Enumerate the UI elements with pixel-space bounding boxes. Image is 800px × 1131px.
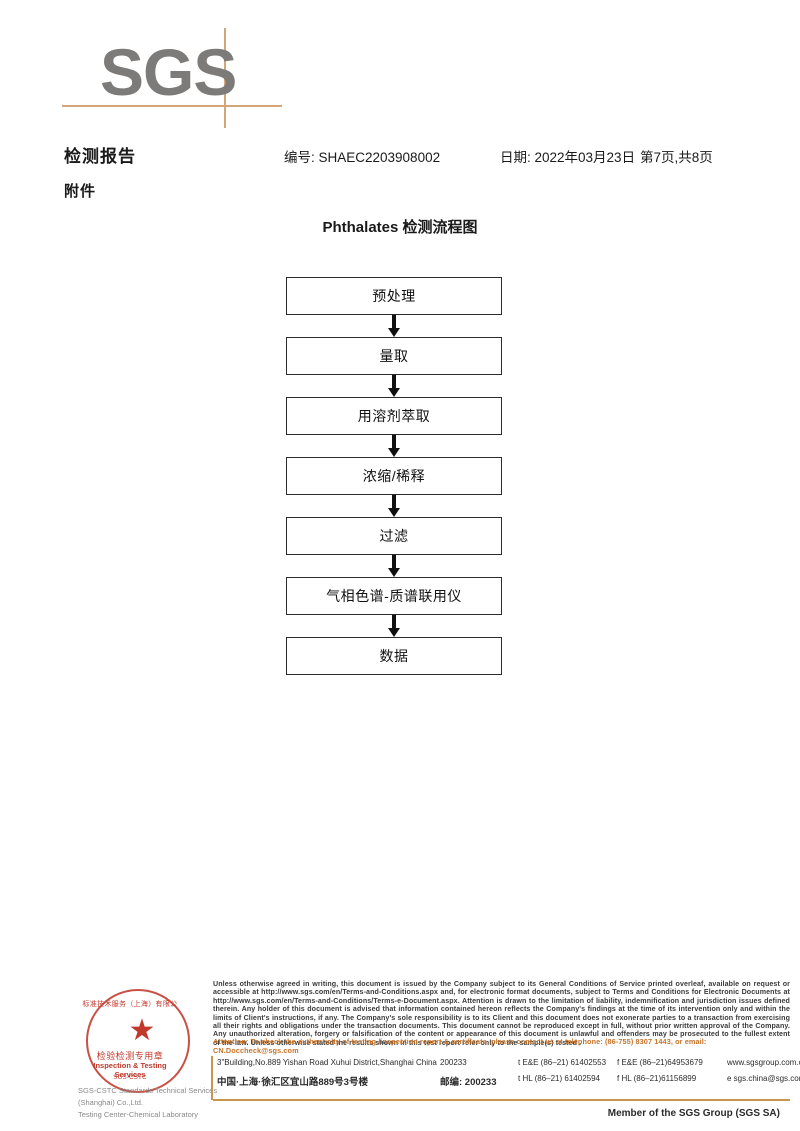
attachment-label: 附件 (64, 183, 97, 200)
page-indicator: 第7页,共8页 (640, 150, 713, 165)
arrow-shaft (392, 555, 396, 570)
seal-arc-bottom-text: SGS-CSTC (113, 1075, 147, 1081)
flow-step-filtration: 过滤 (286, 517, 502, 555)
member-statement: Member of the SGS Group (SGS SA) (607, 1108, 780, 1119)
flow-arrow (286, 315, 502, 337)
star-icon: ★ (128, 1014, 156, 1047)
flow-step-label: 量取 (379, 348, 409, 364)
arrow-shaft (392, 435, 396, 450)
seal-company-name: SGS-CSTC Standards Technical Services (S… (78, 1085, 248, 1121)
address-zip-en: 200233 (440, 1058, 467, 1067)
arrow-head-icon (388, 508, 400, 517)
flow-step-measure: 量取 (286, 337, 502, 375)
address-fax-hl: f HL (86–21)61156899 (617, 1074, 697, 1083)
seal-arc-top-text: 标准技术服务（上海）有限公 (82, 1001, 178, 1008)
address-tel-ee: t E&E (86–21) 61402553 (518, 1058, 607, 1067)
flow-arrow (286, 615, 502, 637)
flow-step-label: 用溶剂萃取 (357, 408, 431, 424)
address-street-cn: 中国·上海·徐汇区宜山路889号3号楼 (217, 1077, 368, 1088)
flow-arrow (286, 555, 502, 577)
arrow-head-icon (388, 388, 400, 397)
address-row-chinese: 中国·上海·徐汇区宜山路889号3号楼 邮编: 200233 t HL (86–… (217, 1074, 800, 1089)
arrow-head-icon (388, 628, 400, 637)
flow-step-label: 浓缩/稀释 (362, 468, 426, 484)
flow-step-solvent-extraction: 用溶剂萃取 (286, 397, 502, 435)
arrow-shaft (392, 315, 396, 330)
company-seal: 标准技术服务（上海）有限公 ★ 检验检测专用章 Inspection & Tes… (78, 989, 217, 1119)
flow-step-pretreatment: 预处理 (286, 277, 502, 315)
address-vertical-rule (211, 1056, 213, 1100)
logo-horizontal-rule (62, 105, 282, 107)
report-number: 编号: SHAEC2203908002 (284, 150, 441, 165)
legal-disclaimer: Unless otherwise agreed in writing, this… (213, 980, 790, 1047)
attention-notice: Attention: To check the authenticity of … (213, 1037, 707, 1055)
flowchart: 预处理 量取 用溶剂萃取 浓缩/稀释 过滤 气相色谱-质谱联用仪 数据 (286, 277, 504, 675)
page-title: 检测报告 (64, 147, 136, 166)
seal-chinese-label: 检验检测专用章 (96, 1051, 164, 1061)
company-line-2: Testing Center-Chemical Laboratory (78, 1110, 199, 1119)
address-row-english: 3"Building,No.889 Yishan Road Xuhui Dist… (217, 1058, 800, 1073)
logo-vertical-rule (224, 28, 226, 128)
seal-english-label: Inspection & Testing Services (93, 1061, 167, 1079)
seal-ring (86, 989, 190, 1093)
flow-step-concentrate-dilute: 浓缩/稀释 (286, 457, 502, 495)
flow-step-label: 气相色谱-质谱联用仪 (326, 588, 462, 604)
arrow-shaft (392, 615, 396, 630)
flow-arrow (286, 375, 502, 397)
flow-step-data: 数据 (286, 637, 502, 675)
address-zip-cn: 邮编: 200233 (440, 1077, 497, 1088)
address-fax-ee: f E&E (86–21)64953679 (617, 1058, 703, 1067)
flow-step-label: 预处理 (372, 288, 416, 304)
arrow-head-icon (388, 328, 400, 337)
flow-arrow (286, 495, 502, 517)
arrow-head-icon (388, 568, 400, 577)
address-email: e sgs.china@sgs.com (727, 1074, 800, 1083)
flowchart-title: Phthalates 检测流程图 (322, 219, 478, 236)
flow-step-label: 过滤 (379, 528, 409, 544)
address-website: www.sgsgroup.com.cn (727, 1058, 800, 1067)
report-date: 日期: 2022年03月23日 (500, 150, 636, 165)
logo-text: SGS (100, 35, 237, 109)
arrow-head-icon (388, 448, 400, 457)
document-footer: 标准技术服务（上海）有限公 ★ 检验检测专用章 Inspection & Tes… (0, 975, 800, 1131)
flow-step-gcms: 气相色谱-质谱联用仪 (286, 577, 502, 615)
sgs-logo: SGS (62, 28, 282, 128)
address-horizontal-rule (213, 1099, 790, 1101)
address-tel-hl: t HL (86–21) 61402594 (518, 1074, 600, 1083)
arrow-shaft (392, 375, 396, 390)
company-line-1: SGS-CSTC Standards Technical Services (S… (78, 1086, 218, 1107)
document-header: 检测报告 编号: SHAEC2203908002 日期: 2022年03月23日… (0, 142, 800, 168)
arrow-shaft (392, 495, 396, 510)
address-street-en: 3"Building,No.889 Yishan Road Xuhui Dist… (217, 1058, 437, 1067)
flow-step-label: 数据 (379, 648, 409, 664)
flow-arrow (286, 435, 502, 457)
